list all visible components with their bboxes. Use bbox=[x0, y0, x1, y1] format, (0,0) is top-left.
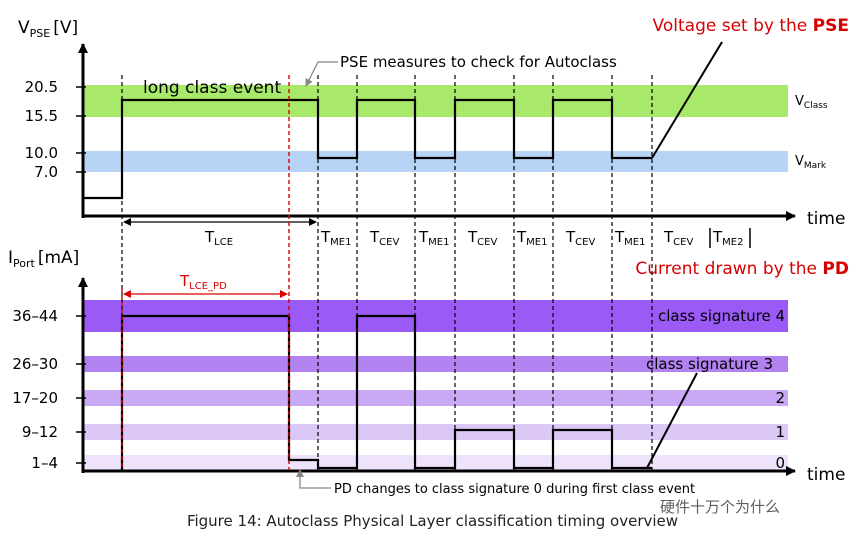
segment-label: TME1 bbox=[418, 228, 449, 248]
current-annotation-title: Current drawn by the PD bbox=[635, 259, 849, 279]
sig2-band bbox=[83, 390, 788, 406]
pd-changes-label: PD changes to class signature 0 during f… bbox=[334, 482, 695, 497]
long-class-event-label: long class event bbox=[143, 78, 281, 98]
current-annotation-leader bbox=[646, 372, 698, 469]
bottom-tick-label: 36–44 bbox=[12, 307, 58, 325]
segment-label: TME2 bbox=[712, 228, 743, 248]
voltage-waveform bbox=[83, 98, 652, 200]
sig1-band bbox=[83, 424, 788, 440]
top-tick-label: 7.0 bbox=[34, 163, 58, 181]
tlce-label: TLCE bbox=[204, 228, 233, 248]
sig4-label: class signature 4 bbox=[658, 307, 785, 325]
bottom-tick-marks bbox=[76, 315, 86, 464]
bottom-tick-label: 1–4 bbox=[31, 454, 58, 472]
tlce-pd-label: TLCE_PD bbox=[179, 272, 227, 292]
segment-label: TME1 bbox=[614, 228, 645, 248]
top-tick-label: 20.5 bbox=[25, 78, 58, 96]
sig1-label: 1 bbox=[775, 423, 785, 441]
top-tick-label: 10.0 bbox=[25, 144, 58, 162]
figure-caption: Figure 14: Autoclass Physical Layer clas… bbox=[186, 512, 679, 530]
top-time-label: time bbox=[807, 209, 845, 229]
segment-label: TME1 bbox=[516, 228, 547, 248]
top-tick-marks bbox=[76, 86, 86, 173]
bottom-tick-label: 17–20 bbox=[12, 389, 58, 407]
vmark-label: VMark bbox=[795, 154, 827, 171]
watermark: 硬件十万个为什么 bbox=[660, 498, 781, 516]
bottom-tick-label: 9–12 bbox=[22, 423, 58, 441]
segment-label: TCEV bbox=[369, 228, 399, 248]
segment-label: TCEV bbox=[663, 228, 693, 248]
segment-separators bbox=[709, 228, 751, 248]
segment-label: TME1 bbox=[320, 228, 351, 248]
segment-label: TCEV bbox=[467, 228, 497, 248]
top-y-axis-label: VPSE[V] bbox=[18, 18, 78, 40]
vclass-label: VClass bbox=[795, 94, 828, 111]
voltage-annotation-title: Voltage set by the PSE bbox=[653, 16, 849, 36]
sig0-label: 0 bbox=[775, 454, 785, 472]
sig3-label: class signature 3 bbox=[646, 355, 773, 373]
pse-measures-leader bbox=[305, 61, 338, 87]
voltage-annotation-leader bbox=[651, 41, 723, 159]
bottom-time-label: time bbox=[807, 465, 845, 485]
sig2-label: 2 bbox=[775, 389, 785, 407]
bottom-y-axis-label: IPort[mA] bbox=[8, 248, 79, 270]
pd-changes-leader bbox=[296, 469, 331, 489]
top-tick-label: 15.5 bbox=[25, 107, 58, 125]
pse-measures-label: PSE measures to check for Autoclass bbox=[340, 53, 617, 71]
sig3-band bbox=[83, 356, 788, 372]
bottom-tick-label: 26–30 bbox=[12, 355, 58, 373]
black-dashed-guides bbox=[121, 75, 653, 470]
vmark-band bbox=[83, 151, 788, 172]
segment-label: TCEV bbox=[565, 228, 595, 248]
